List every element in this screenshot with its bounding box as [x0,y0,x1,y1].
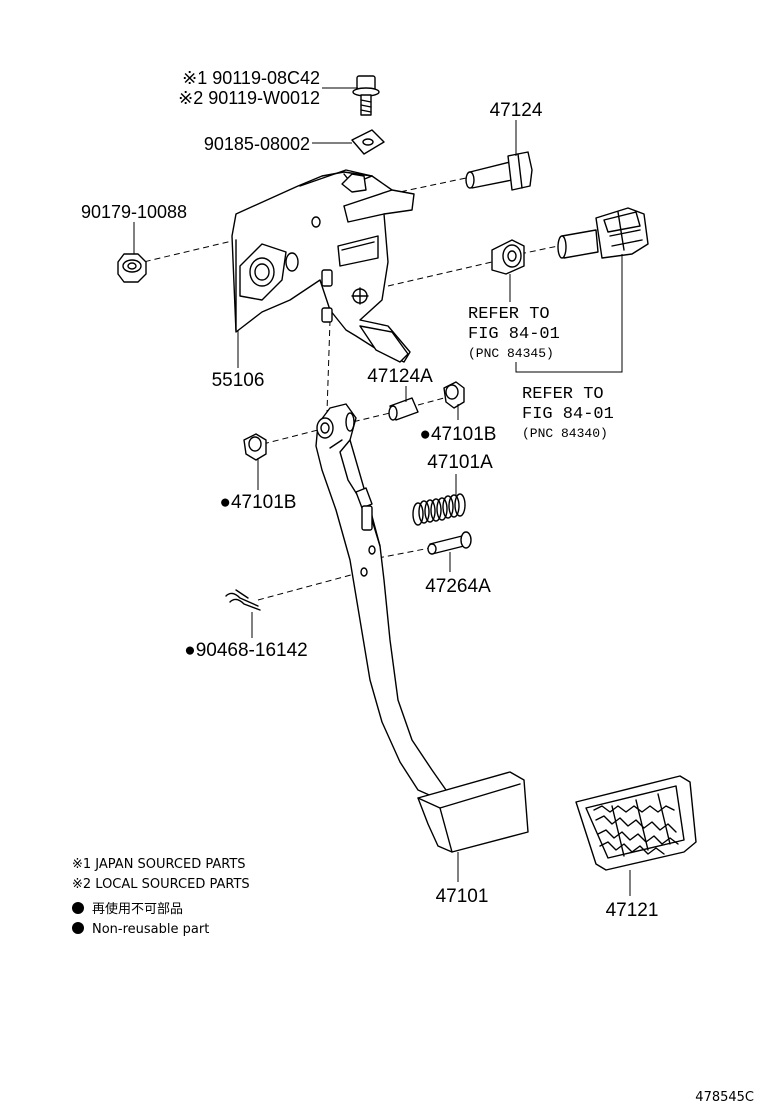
label-90468-16142: ●90468-16142 [184,640,307,661]
nut-90179-drawing [117,253,147,283]
reference-2-line1: REFER TO [522,385,604,404]
bolt-90119-drawing [352,75,380,116]
label-47264a: 47264A [425,576,491,597]
label-47101b-left: ●47101B [220,492,297,513]
pedal-pad-47121-drawing [575,775,697,871]
label-47124a: 47124A [367,366,433,387]
reference-1-line1: REFER TO [468,305,550,324]
label-47124: 47124 [490,100,543,121]
bracket-55106-drawing [231,169,415,363]
nut-plate-90185-drawing [351,129,385,155]
clip-90468-drawing [225,589,261,611]
legend: ※1 JAPAN SOURCED PARTS ※2 LOCAL SOURCED … [72,857,250,937]
reference-2-line3: (PNC 84340) [522,426,608,441]
reference-1-line3: (PNC 84345) [468,346,554,361]
legend-bullet-icon [72,902,84,914]
label-90119-w0012: ※2 90119-W0012 [178,88,320,108]
leader-lines [133,87,631,896]
bolt-47124-drawing [465,151,533,191]
legend-note-non-reusable-en: Non-reusable part [92,922,209,937]
figure-number: 478545C [695,1090,754,1105]
pedal-47101-drawing [315,403,529,853]
label-55106: 55106 [212,370,265,391]
stop-lamp-switch-drawing [491,207,649,275]
reference-notes: REFER TO FIG 84-01 (PNC 84345) REFER TO … [468,305,614,441]
label-47101a: 47101A [427,452,493,473]
label-90185-08002: 90185-08002 [204,134,310,154]
label-90179-10088: 90179-10088 [81,202,187,222]
label-90119-08c42: ※1 90119-08C42 [182,68,320,88]
legend-note-non-reusable-jp: 再使用不可部品 [92,901,183,917]
label-47101b-right: ●47101B [420,424,497,445]
legend-note-local: ※2 LOCAL SOURCED PARTS [72,877,250,892]
label-47121: 47121 [606,900,659,921]
reference-1-line2: FIG 84-01 [468,325,560,344]
spring-47101a-drawing [412,493,466,526]
legend-bullet-icon [72,922,84,934]
bushing-47101b-left-drawing [243,433,267,461]
pin-47264a-drawing [427,531,472,555]
legend-note-japan: ※1 JAPAN SOURCED PARTS [72,857,246,872]
collar-47124a-drawing [388,397,419,421]
reference-2-line2: FIG 84-01 [522,405,614,424]
part-labels: ※1 90119-08C42 ※2 90119-W0012 90185-0800… [81,68,658,921]
label-47101: 47101 [436,886,489,907]
bushing-47101b-right-drawing [443,381,465,409]
